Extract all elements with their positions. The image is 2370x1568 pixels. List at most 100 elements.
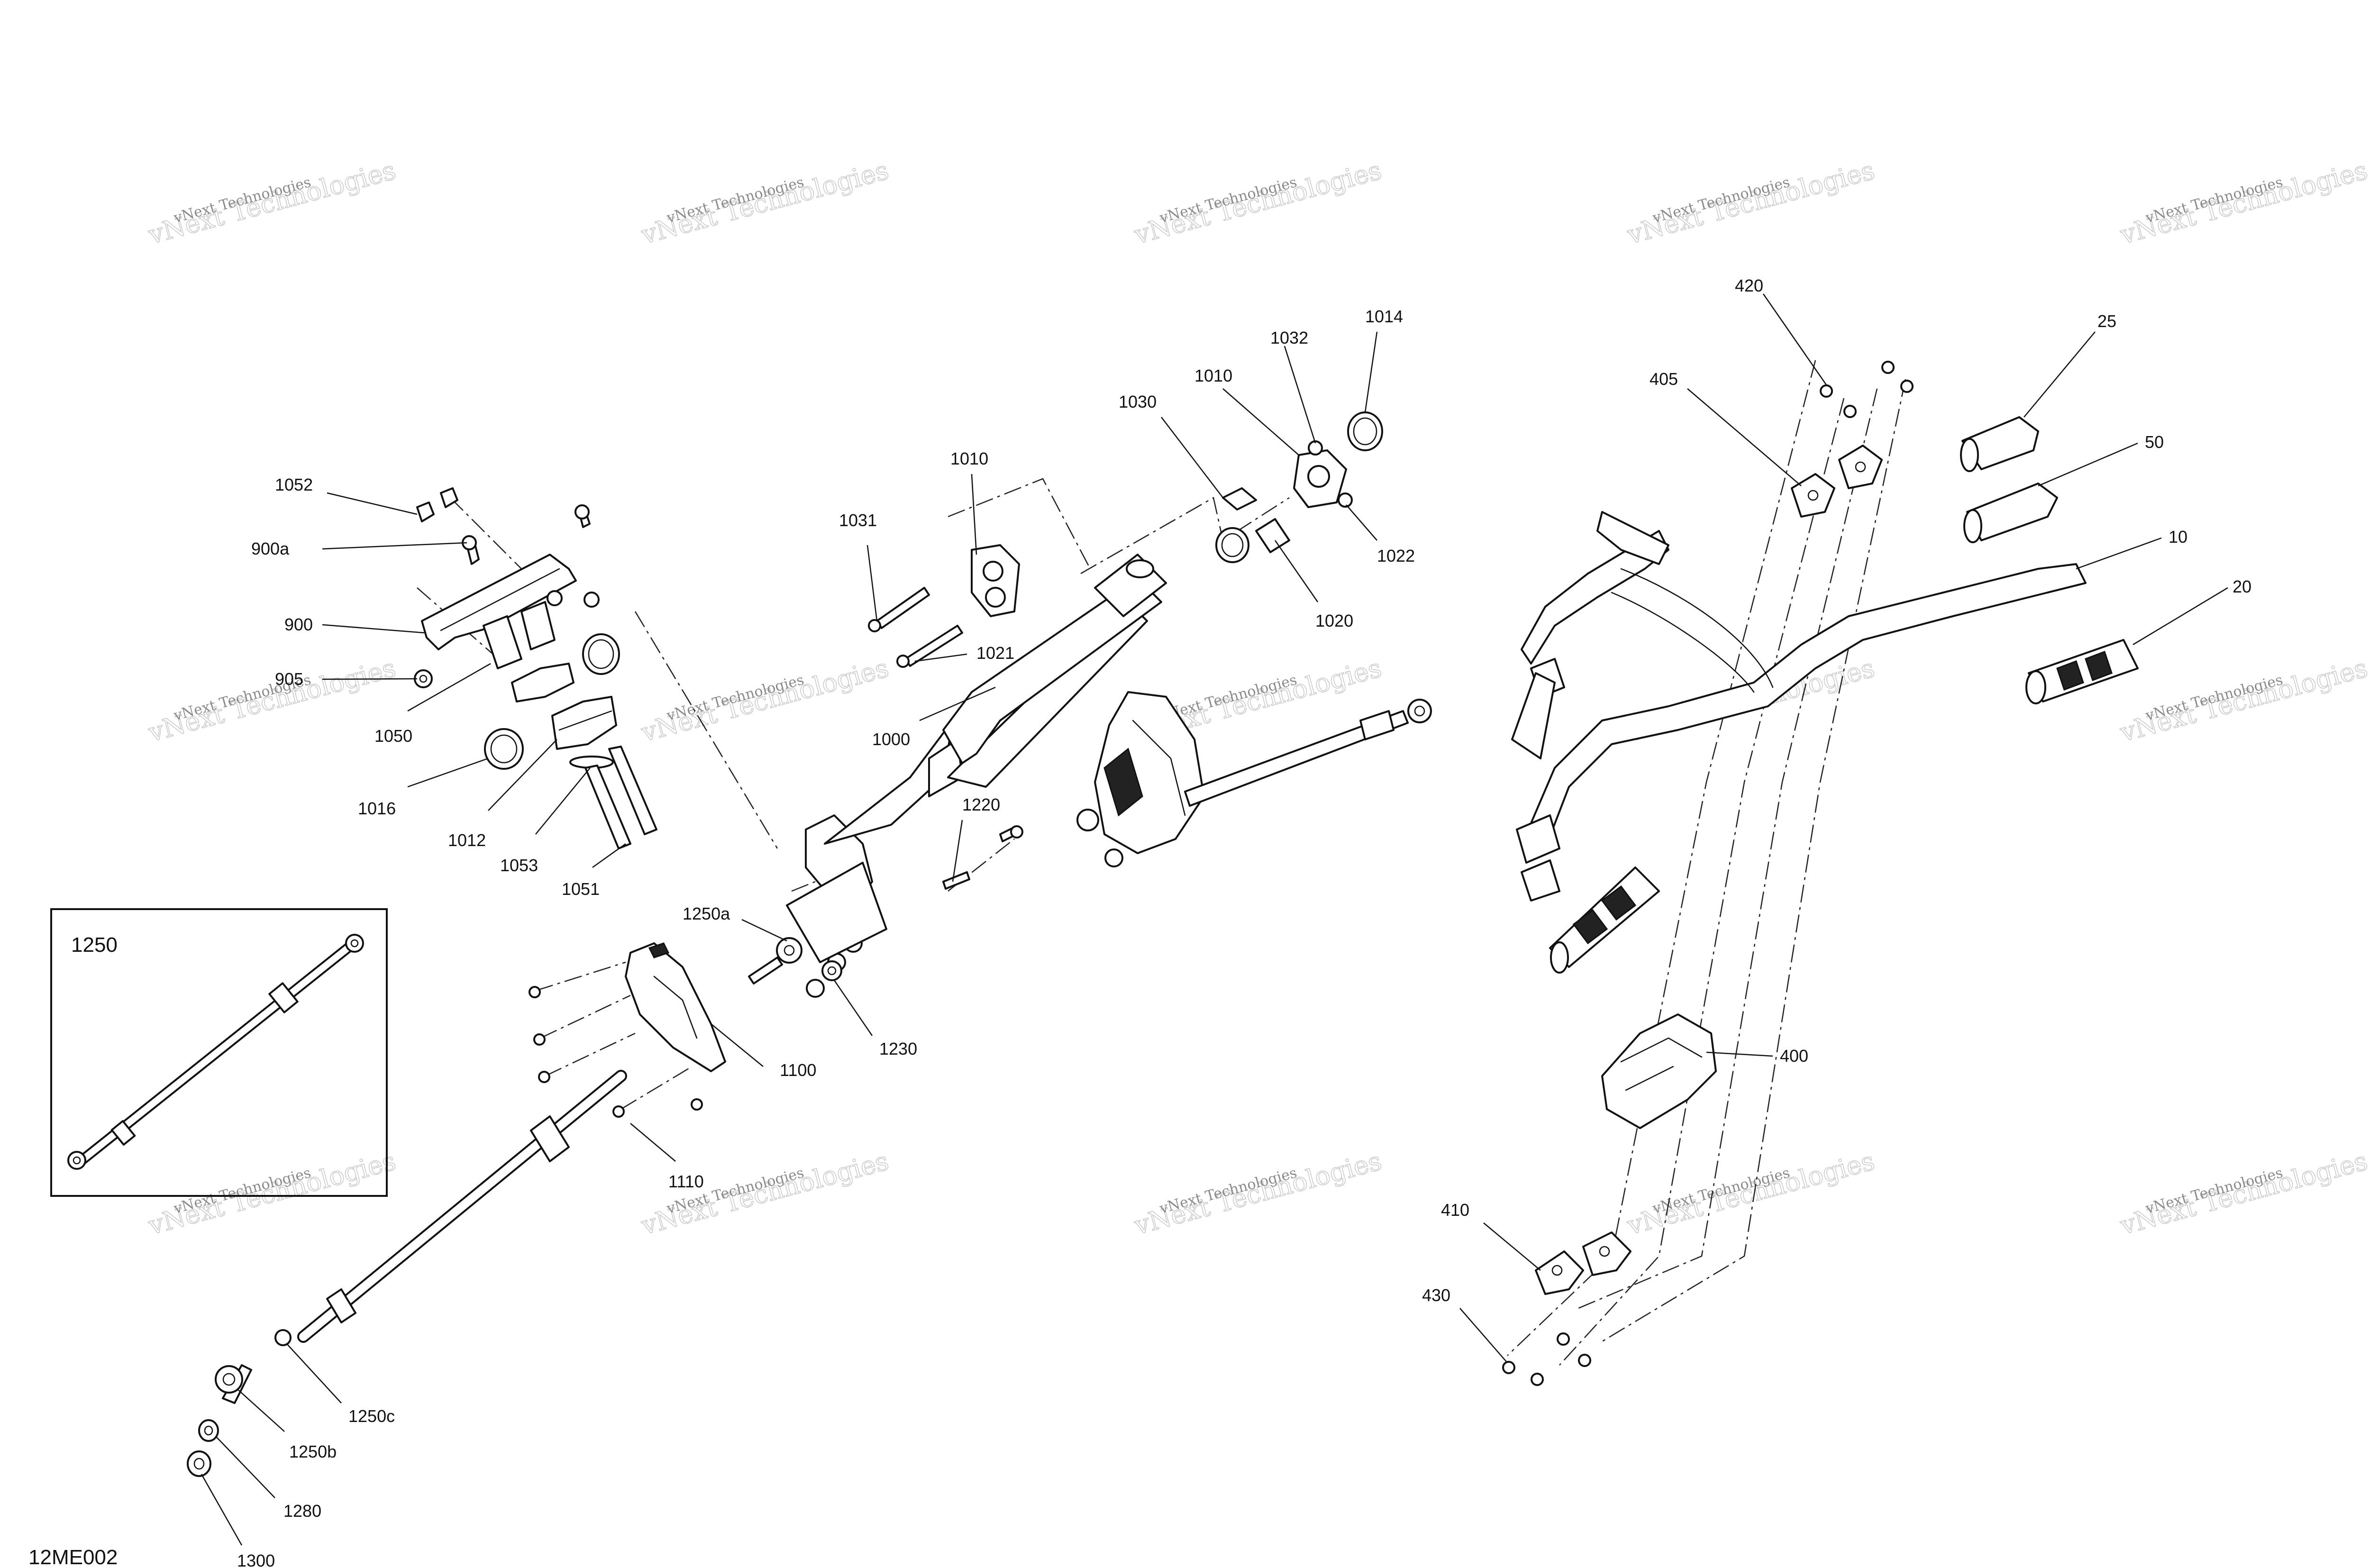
bolt-1031 — [876, 587, 930, 629]
watermark: vNext Technologies vNext Technologies — [1130, 1146, 1385, 1241]
svg-text:vNext Technologies: vNext Technologies — [2117, 1146, 2370, 1240]
svg-text:vNext Technologies: vNext Technologies — [638, 155, 892, 250]
watermark: vNext Technologies vNext Technologies — [1623, 155, 1878, 250]
callout-1022: 1022 — [1377, 546, 1415, 565]
steering-column-1000 — [786, 554, 1167, 972]
svg-text:vNext Technologies: vNext Technologies — [638, 653, 892, 748]
screw-1220 — [942, 825, 1023, 890]
watermark: vNext Technologies vNext Technologies — [2116, 653, 2370, 748]
callout-420: 420 — [1735, 276, 1763, 295]
handlebar-10 — [1516, 563, 2087, 902]
watermark: vNext Technologies vNext Technologies — [1130, 155, 1385, 250]
callout-900a: 900a — [251, 539, 290, 558]
callout-1020: 1020 — [1315, 611, 1353, 630]
nut-1022 — [1338, 492, 1353, 508]
callout-1230: 1230 — [879, 1039, 917, 1058]
callout-1250a: 1250a — [683, 904, 730, 923]
grip-20 — [2025, 639, 2139, 704]
grip-insert-25 — [1960, 416, 2039, 472]
callout-1250c: 1250c — [348, 1406, 395, 1426]
grip-insert-50 — [1963, 483, 2058, 543]
callout-430: 430 — [1422, 1285, 1450, 1305]
callout-1051: 1051 — [562, 879, 600, 899]
nut-1052 — [416, 487, 458, 522]
handlebar-upper — [1511, 511, 1774, 759]
bushing-block-1050 — [483, 601, 574, 702]
watermark: vNext Technologies vNext Technologies — [638, 653, 892, 748]
callout-1012: 1012 — [448, 830, 486, 850]
callout-1052: 1052 — [275, 475, 313, 494]
tie-rod-assembly-inset — [67, 934, 364, 1170]
svg-text:vNext Technologies: vNext Technologies — [145, 155, 399, 250]
sleeve-1020 — [1255, 518, 1290, 553]
callout-20: 20 — [2233, 577, 2252, 596]
callout-1110: 1110 — [668, 1172, 704, 1191]
nut-1032 — [1308, 440, 1323, 456]
callout-1030: 1030 — [1119, 392, 1157, 411]
bearing-ring-1016 — [484, 728, 524, 770]
upper-clamp-405 — [1791, 445, 1883, 518]
lock-nut-1250c — [274, 1329, 292, 1346]
callout-25: 25 — [2097, 311, 2116, 331]
svg-text:vNext Technologies: vNext Technologies — [2117, 653, 2370, 748]
svg-text:vNext Technologies: vNext Technologies — [1624, 155, 1878, 250]
bolt-420 — [1820, 361, 1914, 418]
svg-text:vNext Technologies: vNext Technologies — [145, 1146, 399, 1240]
tie-rod-1250 — [297, 1070, 627, 1343]
callout-1031: 1031 — [839, 511, 877, 530]
callout-10: 10 — [2169, 527, 2188, 547]
callout-1300: 1300 — [237, 1551, 275, 1568]
drawing-reference-code: 12ME002 — [28, 1546, 118, 1568]
watermark: vNext Technologies vNext Technologies — [1623, 1146, 1878, 1241]
inset-frame — [50, 908, 388, 1197]
callout-1014: 1014 — [1365, 307, 1403, 326]
watermark: vNext Technologies vNext Technologies — [638, 1146, 892, 1241]
svg-text:vNext Technologies: vNext Technologies — [638, 1146, 892, 1240]
callout-1010-right: 1010 — [1194, 366, 1232, 385]
cover-screws — [529, 986, 703, 1118]
tie-rod-inset: 1250 — [50, 908, 388, 1197]
watermark: vNext Technologies vNext Technologies — [145, 653, 399, 748]
callout-405: 405 — [1650, 369, 1678, 389]
callout-labels: 1052 900a 900 905 1050 1016 1012 1053 10… — [237, 276, 2252, 1568]
callout-1016: 1016 — [358, 799, 396, 818]
nut-1300 — [187, 1450, 211, 1477]
bolt-1051 — [584, 746, 657, 849]
bearing-ring-upper — [1215, 527, 1249, 563]
bolt-1021 — [904, 625, 963, 667]
bearing-ring-1014 — [1347, 411, 1383, 451]
tie-rod-end-1250a — [748, 937, 802, 985]
svg-text:vNext Technologies: vNext Technologies — [1131, 1146, 1385, 1240]
bearing-ring — [582, 633, 620, 675]
riser-clamp-400 — [1601, 1013, 1717, 1129]
callout-1053: 1053 — [500, 856, 538, 875]
pin-1030 — [1222, 487, 1257, 511]
callout-1050: 1050 — [374, 726, 412, 746]
svg-text:vNext Technologies: vNext Technologies — [145, 653, 399, 748]
steering-housing — [1076, 691, 1205, 867]
svg-text:vNext Technologies: vNext Technologies — [1131, 155, 1385, 250]
gear-cover-1100 — [625, 942, 726, 1072]
lower-clamp-410 — [1535, 1231, 1632, 1295]
tie-rod-end-1250b — [215, 1364, 252, 1404]
svg-text:vNext Technologies: vNext Technologies — [1624, 1146, 1878, 1240]
washer-1280 — [198, 1419, 219, 1442]
callout-50: 50 — [2145, 432, 2164, 452]
lower-block-1012 — [551, 696, 617, 750]
bolt-430 — [1502, 1332, 1591, 1386]
nut-905 — [414, 590, 600, 688]
callout-1250b: 1250b — [289, 1442, 337, 1461]
callout-1021: 1021 — [976, 643, 1014, 663]
callout-1220: 1220 — [962, 795, 1000, 814]
watermark: vNext Technologies vNext Technologies — [2116, 155, 2370, 250]
callout-900: 900 — [284, 615, 313, 634]
callout-1000: 1000 — [872, 729, 910, 749]
watermark: vNext Technologies vNext Technologies — [145, 155, 399, 250]
callout-400: 400 — [1780, 1046, 1808, 1066]
svg-text:vNext Technologies: vNext Technologies — [2117, 155, 2370, 250]
callout-1032: 1032 — [1270, 328, 1308, 347]
inset-label: 1250 — [71, 933, 118, 957]
callout-905: 905 — [275, 669, 303, 689]
watermark: vNext Technologies vNext Technologies — [145, 1146, 399, 1241]
callout-410: 410 — [1441, 1200, 1469, 1220]
